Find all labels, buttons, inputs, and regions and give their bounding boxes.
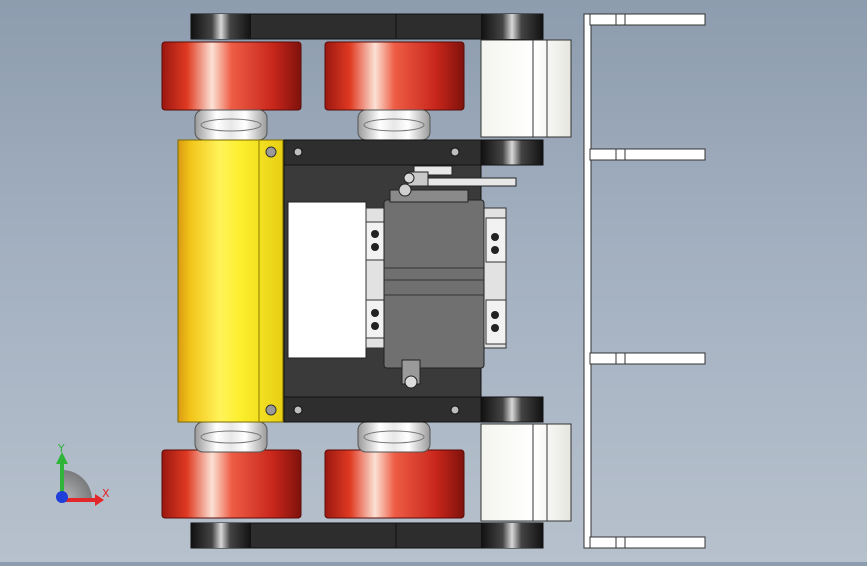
triad-x-label: X [102,487,110,500]
y-axis-arrow-icon [56,452,68,464]
gear-motor [365,189,507,389]
side-frame [583,13,706,549]
pulley-top-left [194,109,268,141]
triad-arc-icon [62,470,92,500]
z-axis-dot-icon [56,491,68,503]
pulley-bottom-right [357,421,431,453]
coordinate-triad [56,452,104,506]
pulley-bottom-left [194,421,268,453]
x-axis-arrow-icon [95,494,104,506]
link-arm [398,165,517,197]
bottom-track [190,522,544,549]
bearing-block-bottom [480,396,572,522]
wheel-top-left [161,41,302,111]
wheel-bottom-left [161,449,302,519]
triad-y-label: Y [58,442,65,455]
wheel-bottom-right [324,449,465,519]
wheel-top-right [324,41,465,111]
bearing-block-top [480,39,572,166]
pulley-top-right [357,109,431,141]
yellow-roller [177,139,284,423]
top-track [190,13,544,40]
